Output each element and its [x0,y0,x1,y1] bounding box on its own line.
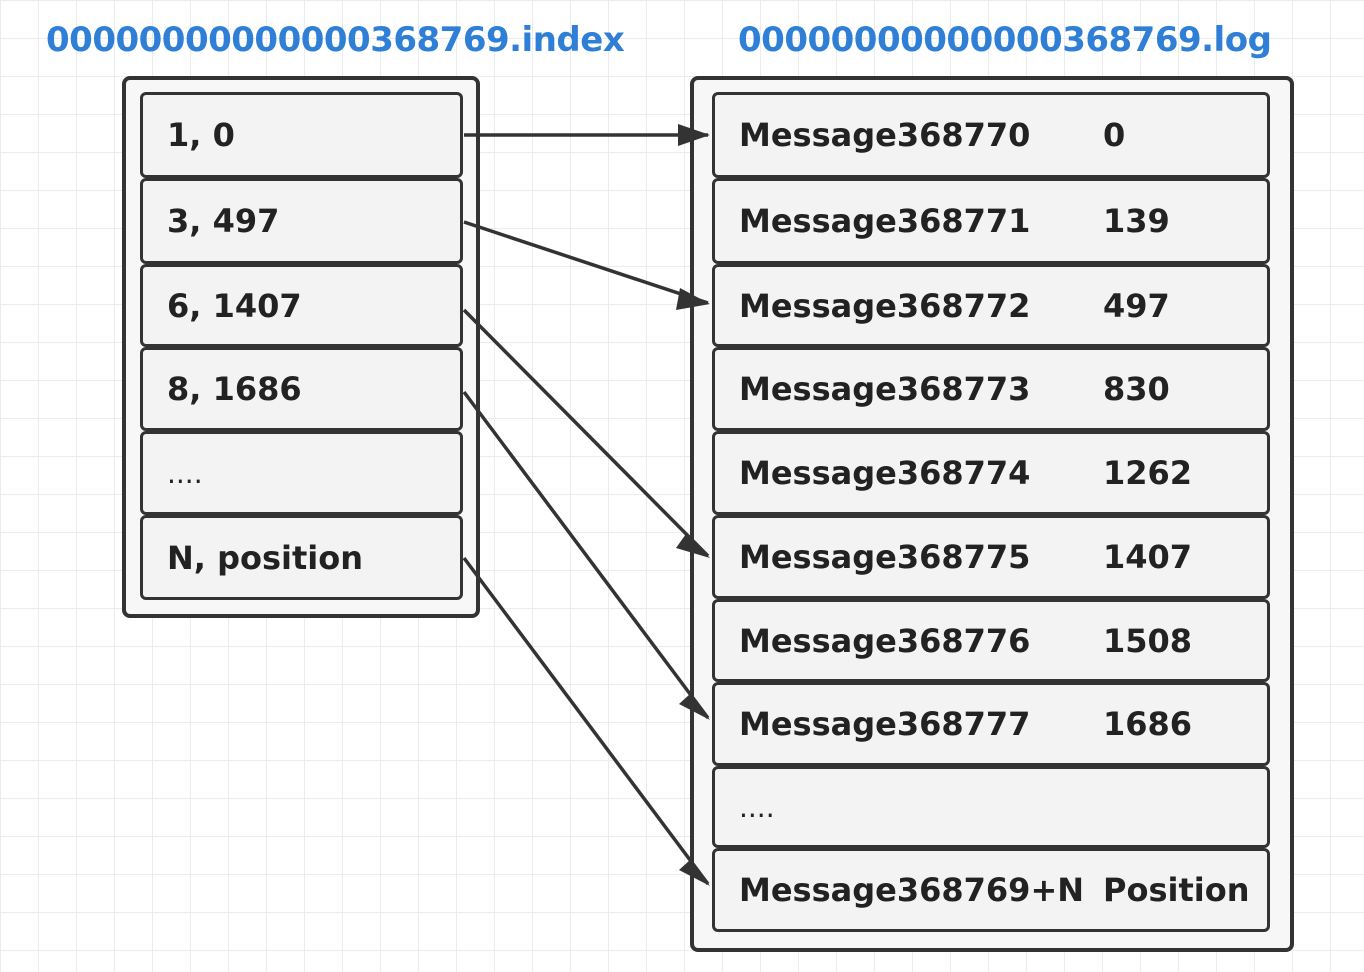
index-entry: 1, 0 [140,92,463,178]
log-message: Message368769+N [739,871,1085,909]
log-message: Message368771 [739,202,1031,240]
log-position: 830 [1103,370,1170,408]
index-file-title: 00000000000000368769.index [46,20,625,60]
arrow-index-2-to-log-5 [462,308,710,558]
index-entry: 8, 1686 [140,347,463,431]
arrowhead [678,124,710,146]
index-entry: .... [140,431,463,515]
log-entry: Message368772 497 [712,264,1270,347]
log-message: Message368777 [739,705,1031,743]
arrow-index-3-to-log-7 [462,390,710,720]
arrowhead [676,288,710,310]
log-message: Message368776 [739,621,1031,660]
log-position: 139 [1103,202,1170,240]
log-message: .... [739,790,775,824]
log-entry: .... [712,766,1270,848]
log-entry: Message368773 830 [712,347,1270,431]
index-entry: 6, 1407 [140,264,463,347]
arrowhead [676,534,710,558]
log-entry: Message368771 139 [712,178,1270,264]
log-position: 1686 [1103,705,1193,743]
arrowhead [679,860,710,886]
log-message: Message368774 [739,454,1031,492]
log-message: Message368770 [739,116,1031,154]
log-entry: Message368770 0 [712,92,1270,178]
arrowhead [679,694,710,720]
log-position: 0 [1103,116,1126,154]
log-entry: Message368776 1508 [712,599,1270,682]
log-file-title: 00000000000000368769.log [738,20,1272,60]
log-entry: Message368775 1407 [712,515,1270,599]
log-message: Message368772 [739,286,1031,325]
index-entry: N, position [140,515,463,600]
log-position: 1262 [1103,454,1193,492]
log-message: Message368775 [739,538,1031,576]
log-message: Message368773 [739,370,1031,408]
log-entry: Message368777 1686 [712,682,1270,766]
index-entry: 3, 497 [140,178,463,264]
log-entry: Message368769+N Position [712,848,1270,932]
log-position: 1407 [1103,538,1193,576]
arrow-index-5-to-log-9 [462,556,710,886]
log-entry: Message368774 1262 [712,431,1270,515]
log-position: 497 [1103,286,1170,325]
arrow-index-1-to-log-2 [463,220,709,305]
log-position: Position [1103,871,1250,909]
log-position: 1508 [1103,621,1193,660]
